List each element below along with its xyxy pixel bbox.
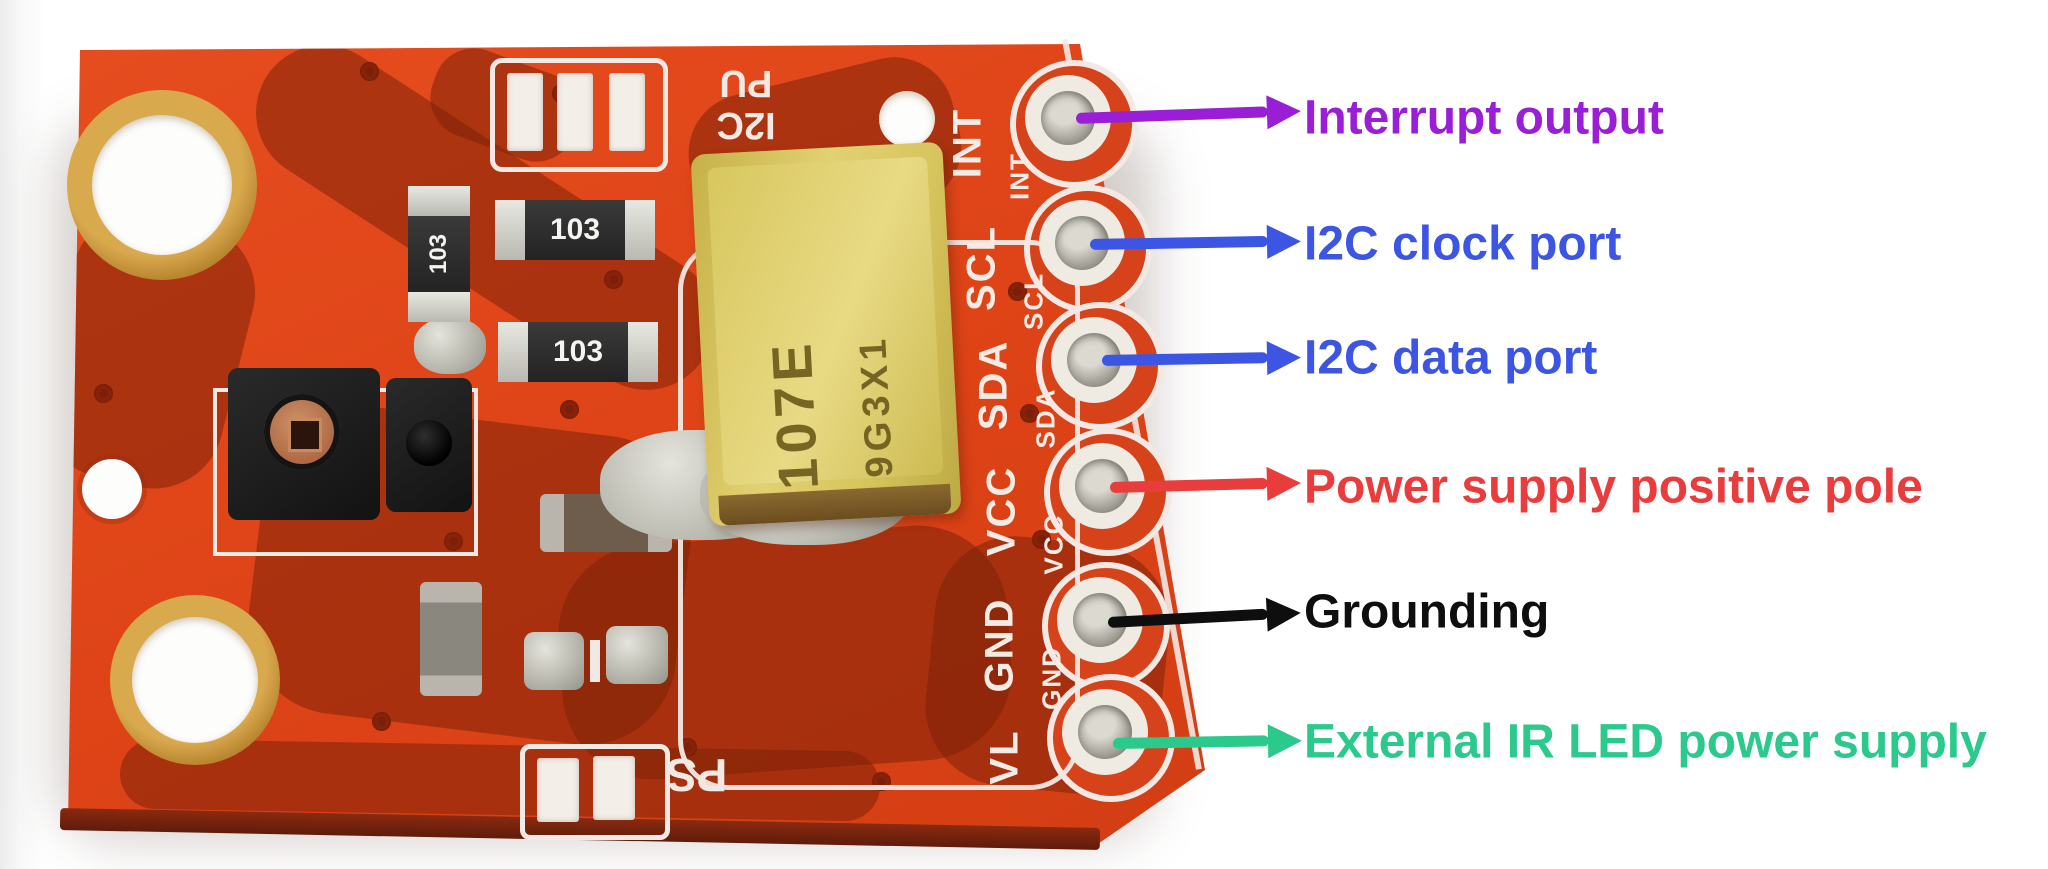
resistor-103-b: 103	[528, 322, 628, 382]
i2c-pullup-jumper	[490, 58, 668, 172]
ps-silkscreen-label: PS	[666, 749, 728, 801]
pin-vl-label: VL	[982, 729, 1027, 785]
resistor-cap	[498, 322, 528, 382]
solder-pad	[606, 626, 668, 684]
jumper-pad	[609, 73, 645, 151]
resistor-marking: 103	[552, 335, 604, 368]
via	[604, 270, 623, 289]
power-select-jumper	[520, 744, 670, 840]
small-via-hole-left	[82, 459, 142, 519]
vcc-arrowhead	[1266, 465, 1302, 501]
capacitor-marking-2: 9G3X1	[852, 333, 902, 479]
jumper-pad	[537, 758, 579, 822]
solder-pad	[524, 632, 584, 690]
pin-sda-label: SDA	[971, 339, 1016, 431]
pin-vcc-label: VCC	[979, 465, 1024, 557]
pin-int-label: INT	[945, 107, 990, 179]
via	[1032, 530, 1051, 549]
sda-arrow	[1101, 340, 1302, 375]
vcc-annotation: Power supply positive pole	[1304, 460, 1923, 514]
pin-vl-hole	[1078, 705, 1132, 759]
solder-blob	[414, 318, 486, 374]
pin-gnd-label: GND	[977, 597, 1022, 693]
resistor-103-a: 103	[525, 200, 625, 260]
pin-gnd-label-small: GND	[1036, 646, 1067, 710]
jumper-pad	[557, 73, 593, 151]
scl-arrow	[1089, 223, 1302, 259]
pin-sda-label-small: SDA	[1030, 387, 1061, 449]
jumper-pad	[593, 756, 635, 820]
vl-annotation: External IR LED power supply	[1304, 715, 1987, 769]
pin-int-label-small: INT	[1004, 152, 1035, 200]
capacitor-small-vertical	[420, 582, 482, 696]
proximity-sensor-ic	[228, 368, 380, 520]
ir-led-window-block	[386, 378, 472, 512]
via	[444, 532, 463, 551]
capacitor-marking-1: 107E	[759, 337, 831, 492]
resistor-cap	[628, 322, 658, 382]
resistor-cap	[625, 200, 655, 260]
via	[560, 400, 579, 419]
resistor-cap	[408, 186, 470, 216]
mounting-hole-top-left	[92, 115, 232, 255]
via	[1020, 404, 1039, 423]
scl-arrowhead	[1266, 223, 1302, 259]
via	[372, 712, 391, 731]
pin-scl-label: SCL	[959, 225, 1004, 311]
pin-vcc-label-small: VCC	[1038, 513, 1069, 575]
int-annotation: Interrupt output	[1304, 91, 1664, 145]
via	[94, 384, 113, 403]
sda-annotation: I2C data port	[1304, 331, 1598, 385]
via	[1008, 282, 1027, 301]
resistor-marking: 103	[549, 213, 601, 246]
tantalum-capacitor: 107E 9G3X1	[690, 141, 962, 527]
ir-led-window	[406, 420, 452, 466]
small-via-hole-top-right	[879, 91, 935, 147]
resistor-cap	[408, 292, 470, 322]
gnd-annotation: Grounding	[1304, 585, 1550, 639]
resistor-103-vertical: 103	[408, 216, 470, 292]
vl-arrowhead	[1267, 723, 1303, 758]
i2c-pu-silkscreen-label: I2C PU	[716, 62, 776, 146]
int-arrowhead	[1266, 93, 1302, 129]
scl-annotation: I2C clock port	[1304, 217, 1622, 271]
pin-scl-label-small: SCL	[1018, 272, 1049, 330]
sda-arrowhead	[1266, 340, 1302, 375]
via	[360, 62, 379, 81]
vl-arrow	[1112, 723, 1303, 758]
gnd-arrowhead	[1265, 595, 1302, 632]
jumper-pad	[507, 73, 543, 151]
sensor-lens-window	[264, 394, 340, 470]
silkscreen-divider	[590, 640, 600, 682]
resistor-cap	[495, 200, 525, 260]
mounting-hole-bottom-left	[132, 617, 258, 743]
resistor-marking: 103	[424, 233, 452, 275]
